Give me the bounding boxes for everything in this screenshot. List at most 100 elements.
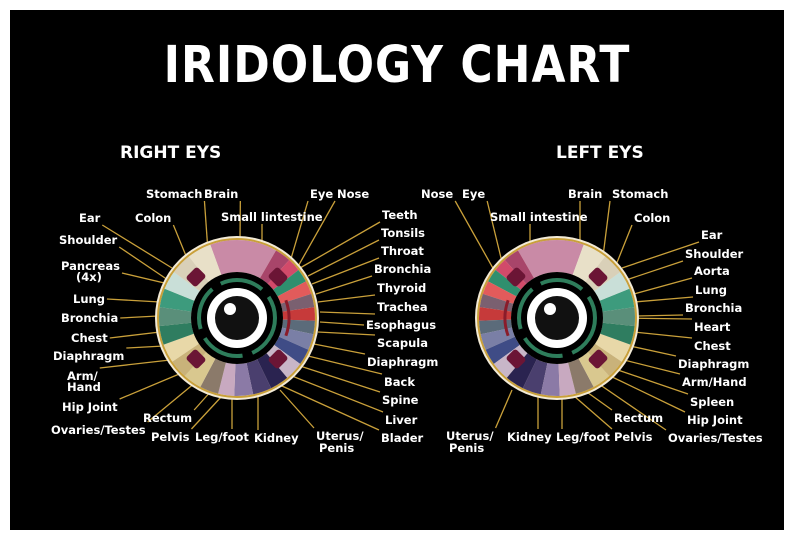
label-left-ovaries-testes: Ovaries/Testes — [668, 431, 763, 445]
leader-line — [281, 385, 380, 431]
label-left-spleen: Spleen — [690, 395, 734, 409]
leader-line — [621, 241, 700, 269]
iris-zone-segment — [482, 281, 517, 304]
label-right-stomach: Stomach — [146, 187, 202, 201]
label-left-eye: Eye — [462, 187, 485, 201]
label-right-pancreas: Pancreas — [61, 259, 120, 273]
iris-zone-segment — [558, 362, 576, 396]
leader-line — [295, 200, 336, 271]
label-left-diaphragm: Diaphragm — [678, 357, 749, 371]
iris-zone-segment — [163, 333, 199, 362]
iris-zone-segment — [518, 240, 584, 279]
leader-line — [106, 298, 161, 303]
pupil-highlight — [224, 303, 236, 315]
label-right-rectum: Rectum — [143, 411, 192, 425]
leader-line — [319, 321, 365, 326]
label-center-diaphragm: Diaphragm — [367, 355, 438, 369]
leader-line — [317, 331, 376, 336]
iris-zone-segment — [578, 352, 610, 387]
leader-line — [633, 331, 693, 339]
label-left-arm-hand: Arm/Hand — [682, 375, 747, 389]
label-right-eye: Eye — [310, 187, 333, 201]
leader-line — [120, 315, 159, 319]
label-center-bronchia: Bronchia — [374, 262, 431, 276]
iris-zone-segment — [218, 362, 236, 396]
label-right-nose: Nose — [337, 187, 369, 201]
iris-zone-segment — [234, 362, 254, 396]
leader-line — [611, 367, 689, 395]
leader-line — [119, 371, 185, 400]
label-trachea: Trachea — [377, 300, 428, 314]
iris-zone-segment — [246, 359, 272, 395]
label-thyroid: Thyroid — [377, 281, 426, 295]
iris-zone-segment — [485, 336, 520, 364]
label-right-bronchia: Bronchia — [61, 311, 118, 325]
inner-ring — [197, 278, 277, 358]
zone-marker — [506, 349, 526, 369]
left-eye-title: LEFT EYS — [556, 143, 644, 163]
zone-marker — [588, 267, 608, 287]
iris-zone-segment — [522, 359, 548, 395]
iris-zone-segment — [594, 272, 630, 301]
iris-zone-segment — [506, 353, 537, 389]
red-arc-accent — [503, 299, 510, 337]
leader-line — [317, 294, 376, 303]
label-left-chest: Chest — [694, 339, 731, 353]
leader-line — [101, 224, 173, 269]
label-left-stomach: Stomach — [612, 187, 668, 201]
leader-line — [299, 221, 381, 269]
label-left-leg-foot: Leg/foot — [556, 430, 610, 444]
label-liver: Liver — [385, 413, 418, 427]
leader-line — [625, 260, 684, 281]
zone-marker — [186, 267, 206, 287]
iris-zone-segment — [602, 307, 635, 327]
label-right-ear: Ear — [79, 211, 101, 225]
iris-zone-segment — [599, 288, 635, 312]
leader-line — [307, 239, 380, 277]
leader-line — [454, 200, 495, 271]
iris-zone-segment — [504, 250, 534, 284]
label-right-small-intestine: Small lintestine — [221, 210, 323, 224]
leader-line — [595, 381, 667, 431]
label-left-aorta: Aorta — [694, 264, 730, 278]
zone-marker — [268, 349, 288, 369]
iris-zone-segment — [260, 250, 290, 284]
leader-line — [319, 311, 376, 315]
iris-zone-segment — [188, 244, 222, 282]
leader-line — [99, 359, 171, 369]
label-left-heart: Heart — [694, 320, 731, 334]
label-right-hand: Hand — [67, 380, 101, 394]
label-right-hip-joint: Hip Joint — [62, 400, 118, 414]
iris-zone-segment — [274, 336, 309, 364]
iris-zone-segment — [257, 353, 288, 389]
inner-ring — [517, 278, 597, 358]
leader-line — [126, 345, 165, 349]
leader-line — [629, 345, 677, 357]
pupil — [535, 296, 579, 340]
right-eye-title: RIGHT EYS — [120, 143, 222, 163]
iris-zone-segment — [568, 358, 594, 394]
iris-zone-segment — [488, 269, 521, 297]
pupil-highlight — [544, 303, 556, 315]
iris-outline — [477, 238, 637, 398]
iris-zone-segment — [540, 362, 560, 396]
zone-marker — [268, 267, 288, 287]
label-left-uterus: Uterus/ — [446, 429, 494, 443]
leader-line — [635, 314, 684, 317]
leader-line — [289, 200, 309, 263]
label-left-ear: Ear — [701, 228, 723, 242]
label-left-colon: Colon — [634, 211, 670, 225]
label-tonsils: Tonsils — [381, 226, 425, 240]
label-left-hip-joint: Hip Joint — [687, 413, 743, 427]
label-right-diaphragm: Diaphragm — [53, 349, 124, 363]
zone-marker — [588, 349, 608, 369]
label-left-nose: Nose — [421, 187, 453, 201]
iris-zone-segment — [159, 288, 195, 312]
label-right-kidney: Kidney — [254, 431, 299, 445]
iris-zone-segment — [159, 322, 194, 345]
iris-zone-segment — [200, 358, 226, 394]
leader-line — [299, 365, 381, 393]
leader-line — [109, 331, 161, 339]
